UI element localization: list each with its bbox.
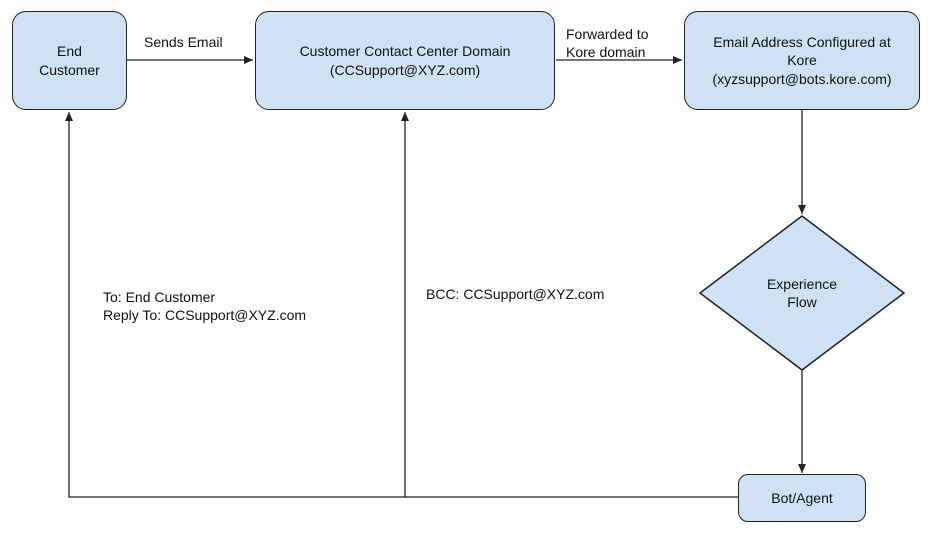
edge-label-reply-to: To: End Customer Reply To: CCSupport@XYZ… xyxy=(103,289,307,324)
edge-label-forwarded: Forwarded to Kore domain xyxy=(566,26,649,61)
end-customer-node: End Customer xyxy=(12,11,127,110)
experience-flow-diamond xyxy=(698,215,906,371)
bot-agent-node: Bot/Agent xyxy=(738,474,866,522)
edge-label-bcc: BCC: CCSupport@XYZ.com xyxy=(426,286,605,302)
experience-flow-label: Experience Flow xyxy=(766,275,838,310)
edge-reply-to-customer xyxy=(65,112,738,498)
edge-label-sends-email: Sends Email xyxy=(144,34,223,50)
contact-center-node: Customer Contact Center Domain (CCSuppor… xyxy=(255,11,555,110)
kore-email-node: Email Address Configured at Kore (xyzsup… xyxy=(684,11,920,110)
